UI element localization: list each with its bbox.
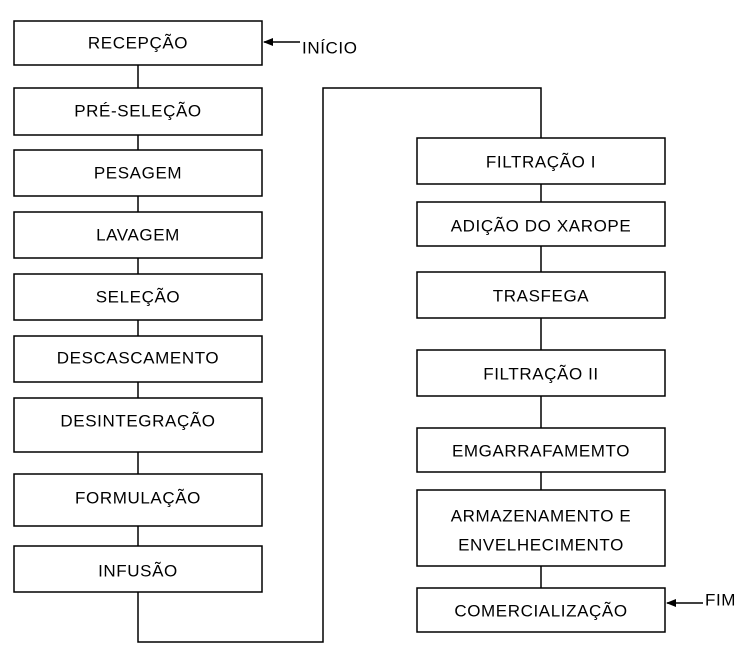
step-armazenamento: ARMAZENAMENTO E ENVELHECIMENTO bbox=[416, 489, 666, 567]
step-label: DESCASCAMENTO bbox=[57, 348, 219, 367]
step-engarrafamento: EMGARRAFAMEMTO bbox=[416, 427, 666, 473]
column-link bbox=[137, 87, 542, 643]
step-filtracao-2: FILTRAÇÃO II bbox=[416, 349, 666, 397]
step-formulacao: FORMULAÇÃO bbox=[13, 473, 263, 527]
step-label: EMGARRAFAMEMTO bbox=[452, 441, 630, 460]
step-selecao: SELEÇÃO bbox=[13, 273, 263, 321]
step-label: COMERCIALIZAÇÃO bbox=[454, 601, 627, 620]
step-label: ADIÇÃO DO XAROPE bbox=[451, 216, 632, 235]
step-label-line2: ENVELHECIMENTO bbox=[458, 535, 624, 554]
step-adicao-xarope: ADIÇÃO DO XAROPE bbox=[416, 201, 666, 247]
step-label: FILTRAÇÃO I bbox=[486, 152, 596, 171]
step-lavagem: LAVAGEM bbox=[13, 211, 263, 259]
step-label: INFUSÃO bbox=[98, 561, 178, 580]
step-label: LAVAGEM bbox=[96, 225, 180, 244]
step-label: FILTRAÇÃO II bbox=[483, 364, 599, 383]
step-pesagem: PESAGEM bbox=[13, 149, 263, 197]
step-pre-selecao: PRÉ-SELEÇÃO bbox=[13, 87, 263, 136]
step-label: FORMULAÇÃO bbox=[75, 488, 201, 507]
step-comercializacao: COMERCIALIZAÇÃO bbox=[416, 587, 666, 633]
step-recepcao: RECEPÇÃO bbox=[13, 20, 263, 66]
step-label: PRÉ-SELEÇÃO bbox=[74, 101, 202, 120]
step-filtracao-1: FILTRAÇÃO I bbox=[416, 137, 666, 185]
step-label: TRASFEGA bbox=[493, 286, 589, 305]
step-descascamento: DESCASCAMENTO bbox=[13, 335, 263, 383]
step-label-line1: ARMAZENAMENTO E bbox=[451, 506, 632, 525]
step-label: RECEPÇÃO bbox=[88, 33, 188, 52]
start-label: INÍCIO bbox=[302, 38, 358, 57]
step-trasfega: TRASFEGA bbox=[416, 271, 666, 319]
end-label: FIM bbox=[705, 590, 736, 609]
step-label: SELEÇÃO bbox=[96, 287, 181, 306]
step-desintegracao: DESINTEGRAÇÃO bbox=[13, 397, 263, 453]
step-label: PESAGEM bbox=[94, 163, 182, 182]
step-label: DESINTEGRAÇÃO bbox=[60, 411, 215, 430]
step-infusao: INFUSÃO bbox=[13, 545, 263, 593]
